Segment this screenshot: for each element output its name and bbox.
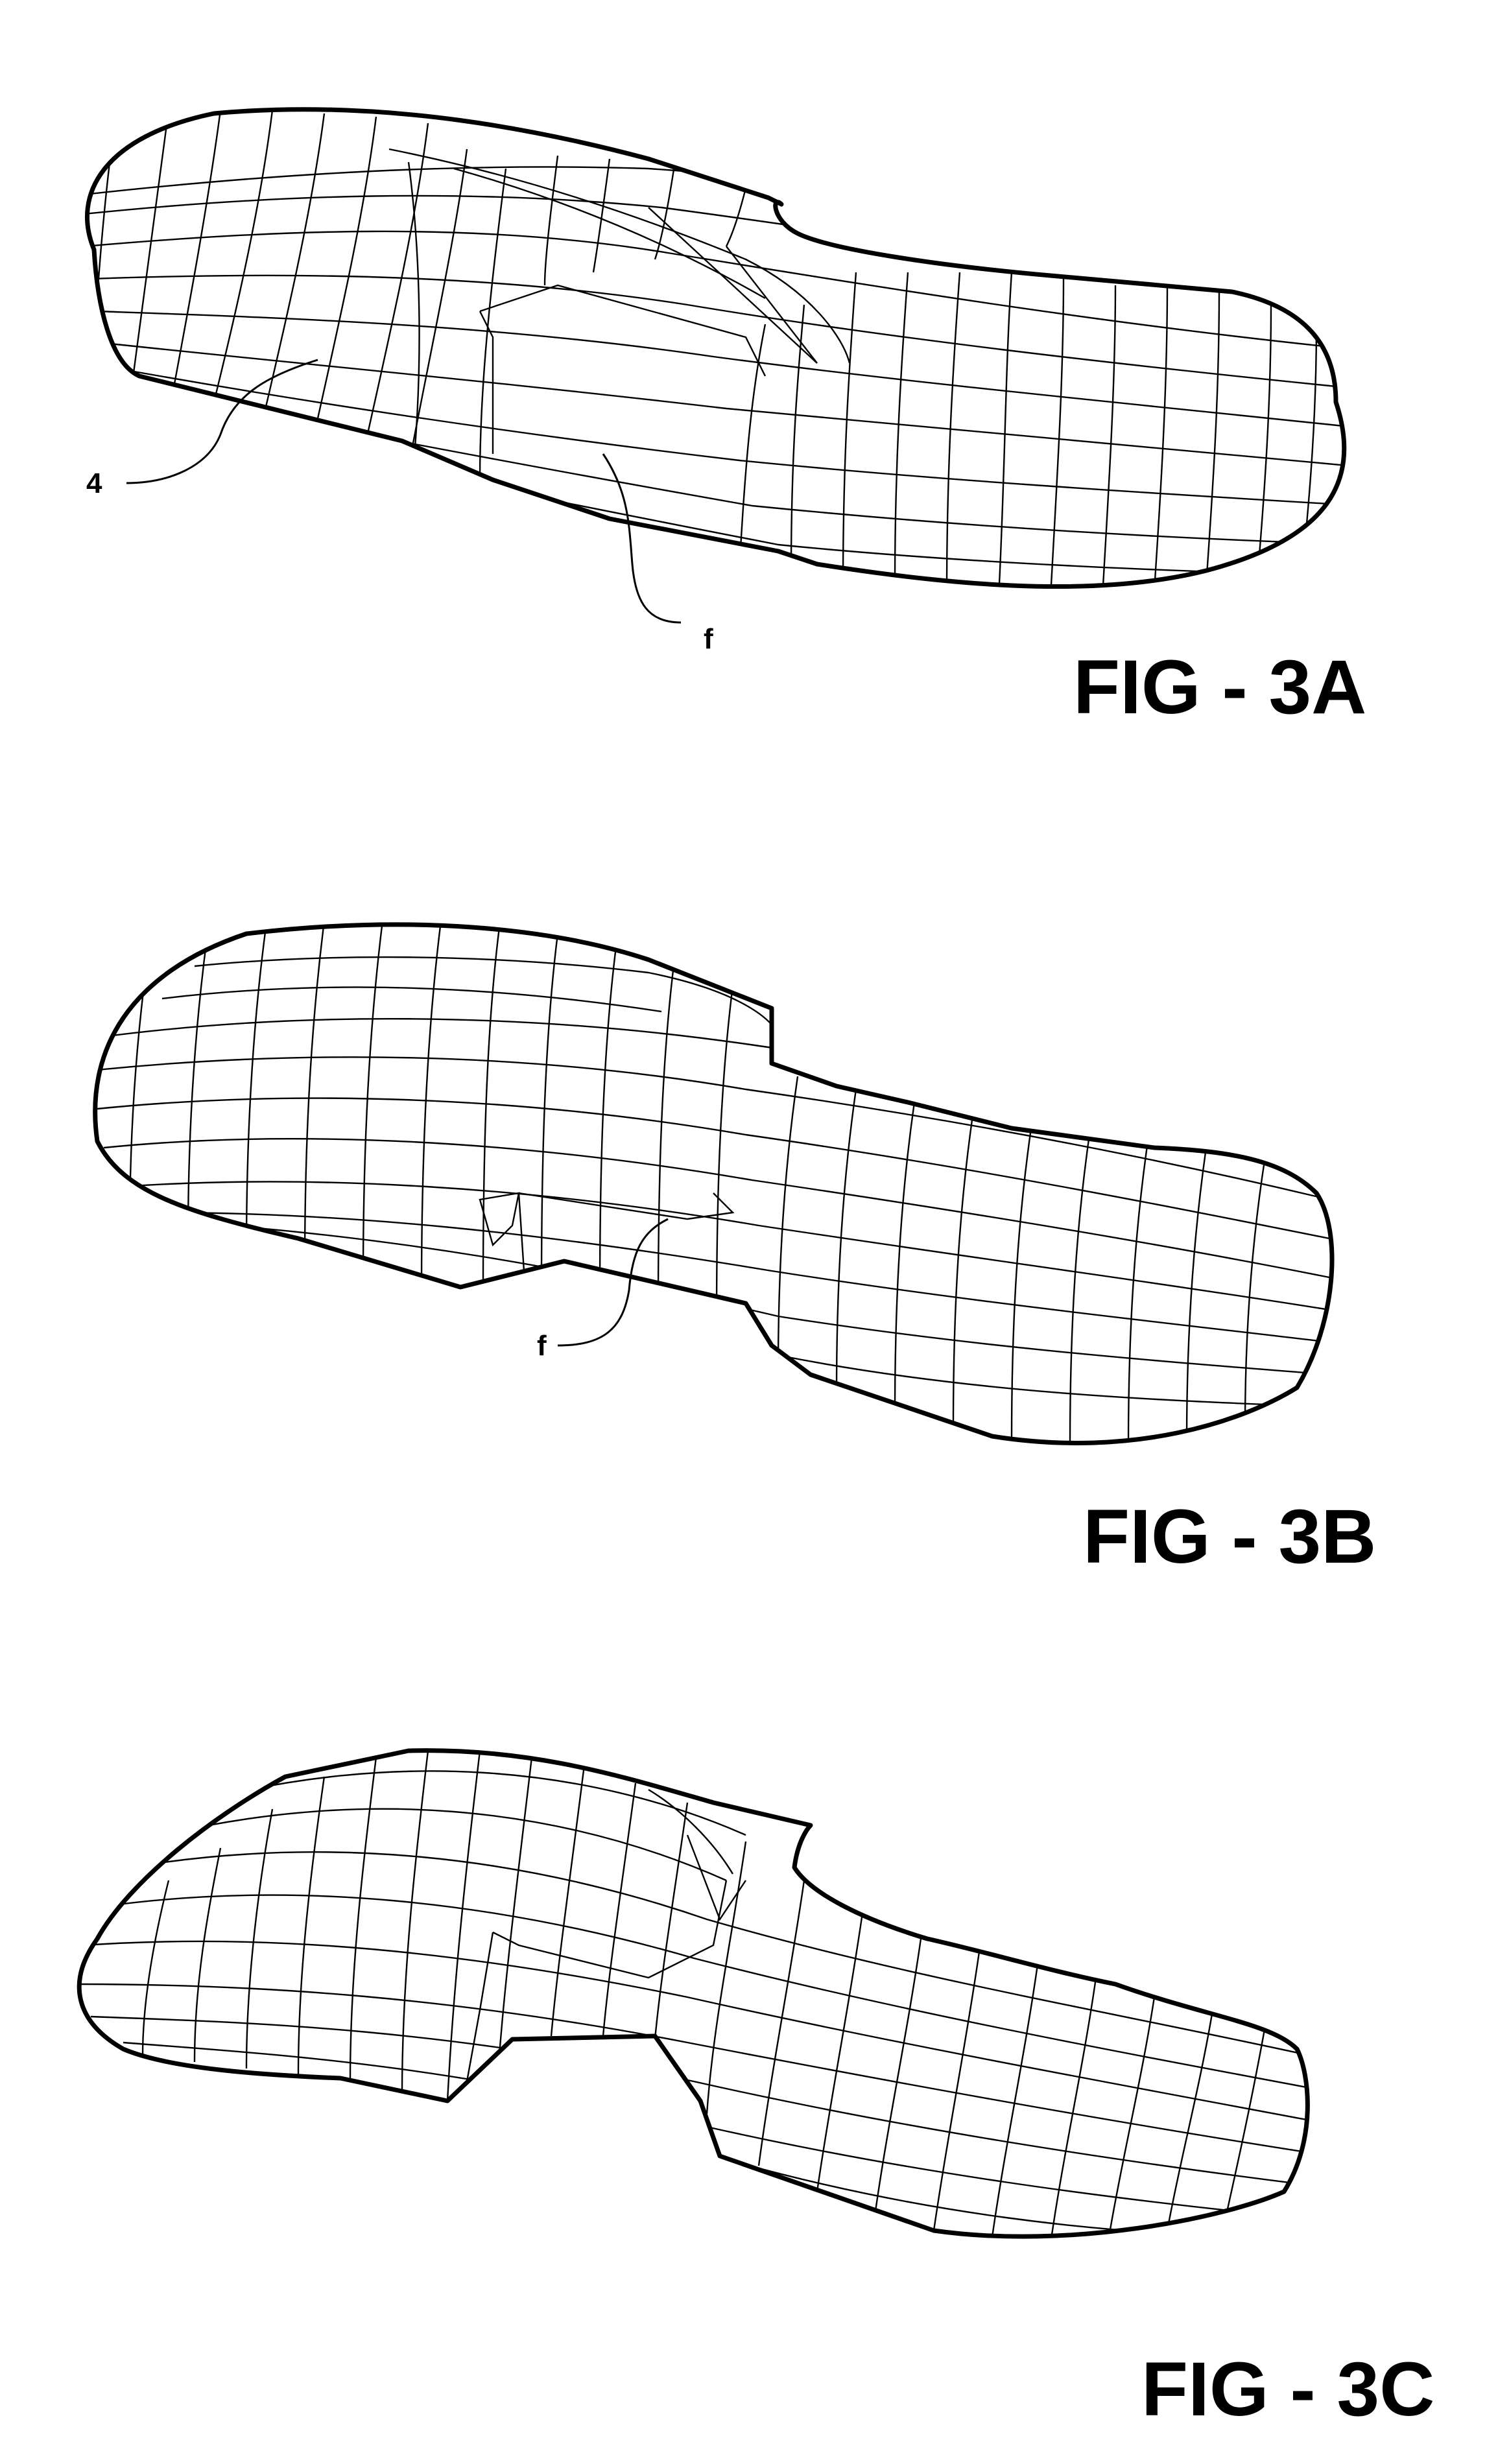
figure-3a-outline (84, 107, 1347, 589)
figure-3c-caption: FIG - 3C (1141, 2347, 1434, 2432)
figure-3b-leader-f (557, 1218, 669, 1347)
figure-3c-mesh (79, 1750, 1308, 2237)
figure-3a-ref-f: f (704, 623, 713, 655)
figure-3a-leader-f (602, 453, 682, 624)
figure-3c-outline (77, 1748, 1310, 2239)
figure-3c: FIG - 3C (77, 1748, 1434, 2432)
figure-3b: f FIG - 3B (93, 922, 1376, 1580)
figure-3b-ref-f: f (537, 1330, 547, 1362)
figure-3b-mesh (97, 924, 1330, 1443)
figure-3a-ref-4: 4 (86, 468, 102, 499)
figure-3b-outline (93, 922, 1335, 1445)
figure-3b-caption: FIG - 3B (1083, 1494, 1376, 1580)
figure-3a-caption: FIG - 3A (1073, 645, 1366, 730)
figure-3a: 4 f FIG - 3A (84, 107, 1366, 730)
figure-3a-leader-4 (126, 359, 318, 484)
